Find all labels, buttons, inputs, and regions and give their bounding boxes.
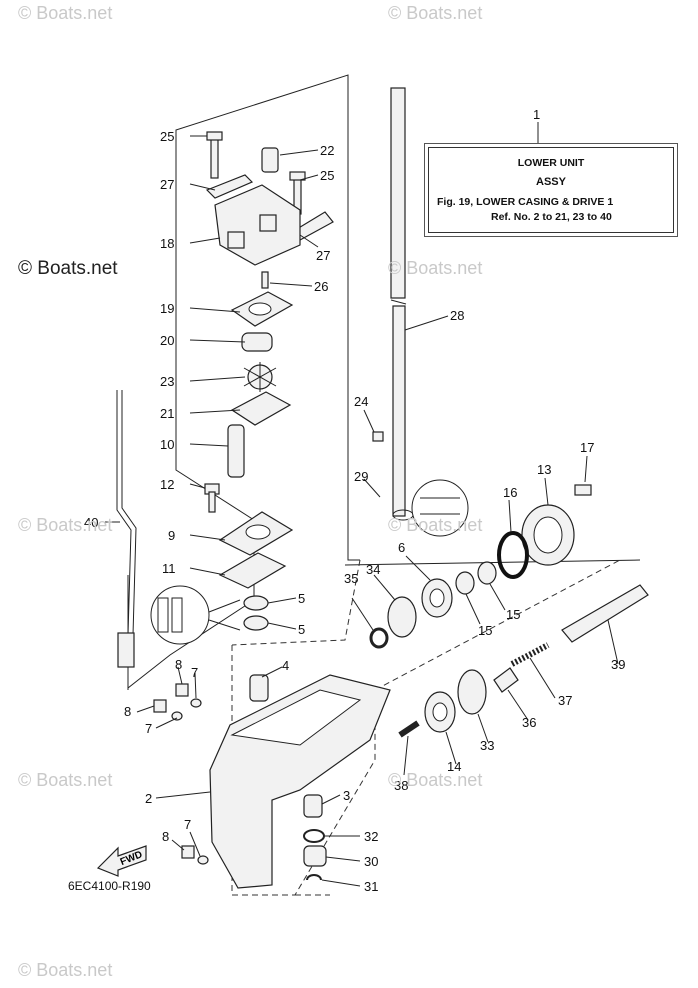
callout: 36 <box>522 715 536 730</box>
callout: 7 <box>184 817 191 832</box>
gear-train <box>303 431 649 881</box>
callout: 32 <box>364 829 378 844</box>
callout: 11 <box>162 561 176 576</box>
callout: 6 <box>398 540 405 555</box>
callout: 8 <box>124 704 131 719</box>
drive-shaft <box>390 87 407 517</box>
callout: 12 <box>160 477 174 492</box>
title-line-3: Fig. 19, LOWER CASING & DRIVE 1 <box>437 196 614 208</box>
callout: 30 <box>364 854 378 869</box>
callout: 37 <box>558 693 572 708</box>
watermark: © Boats.net <box>388 770 483 790</box>
title-line-4: Ref. No. 2 to 21, 23 to 40 <box>491 211 612 223</box>
callout: 3 <box>343 788 350 803</box>
callout: 27 <box>160 177 174 192</box>
watermark: © Boats.net <box>18 3 113 23</box>
callout: 15 <box>506 607 520 622</box>
watermark: © Boats.net <box>388 258 483 278</box>
callout: 19 <box>160 301 174 316</box>
title-line-1: LOWER UNIT <box>517 157 585 169</box>
title-line-2: ASSY <box>536 176 566 188</box>
callout: 15 <box>478 623 492 638</box>
callout: 5 <box>298 591 305 606</box>
callout: 21 <box>160 406 174 421</box>
callout: 9 <box>168 528 175 543</box>
leader-lines <box>105 122 619 887</box>
callout: 38 <box>394 778 408 793</box>
diagram-code: 6EC4100-R190 <box>68 879 151 893</box>
callout-numbers: 1 25 22 27 25 18 27 26 19 20 23 21 10 12… <box>84 107 625 894</box>
callout: 7 <box>145 721 152 736</box>
callout: 28 <box>450 308 464 323</box>
callout: 8 <box>162 829 169 844</box>
callout: 4 <box>282 658 289 673</box>
callout: 25 <box>160 129 174 144</box>
callout: 26 <box>314 279 328 294</box>
callout: 10 <box>160 437 174 452</box>
water-pump-parts <box>204 131 334 702</box>
callout: 20 <box>160 333 174 348</box>
callout: 8 <box>175 657 182 672</box>
callout: 29 <box>354 469 368 484</box>
shift-rod <box>116 390 137 668</box>
callout: 34 <box>366 562 380 577</box>
watermark: © Boats.net <box>388 3 483 23</box>
callout: 25 <box>320 168 334 183</box>
callout: 23 <box>160 374 174 389</box>
callout: 24 <box>354 394 368 409</box>
lower-casing <box>209 674 391 889</box>
callout: 16 <box>503 485 517 500</box>
callout: 35 <box>344 571 358 586</box>
callout: 40 <box>84 515 98 530</box>
main-watermark: © Boats.net <box>18 258 118 279</box>
callout: 2 <box>145 791 152 806</box>
callout: 22 <box>320 143 334 158</box>
callout: 18 <box>160 236 174 251</box>
watermark: © Boats.net <box>18 770 113 790</box>
fwd-arrow <box>96 845 147 877</box>
callout: 27 <box>316 248 330 263</box>
callout: 31 <box>364 879 378 894</box>
callout: 33 <box>480 738 494 753</box>
detail-insets <box>150 479 469 645</box>
callout: 7 <box>191 665 198 680</box>
callout: 17 <box>580 440 594 455</box>
title-box: LOWER UNIT ASSY Fig. 19, LOWER CASING & … <box>428 147 674 233</box>
callout: 13 <box>537 462 551 477</box>
watermark: © Boats.net <box>18 960 113 980</box>
callout: 14 <box>447 759 461 774</box>
callout: 5 <box>298 622 305 637</box>
callout: 39 <box>611 657 625 672</box>
callout: 1 <box>533 107 540 122</box>
watermark: © Boats.net <box>18 515 113 535</box>
watermark: © Boats.net <box>388 515 483 535</box>
